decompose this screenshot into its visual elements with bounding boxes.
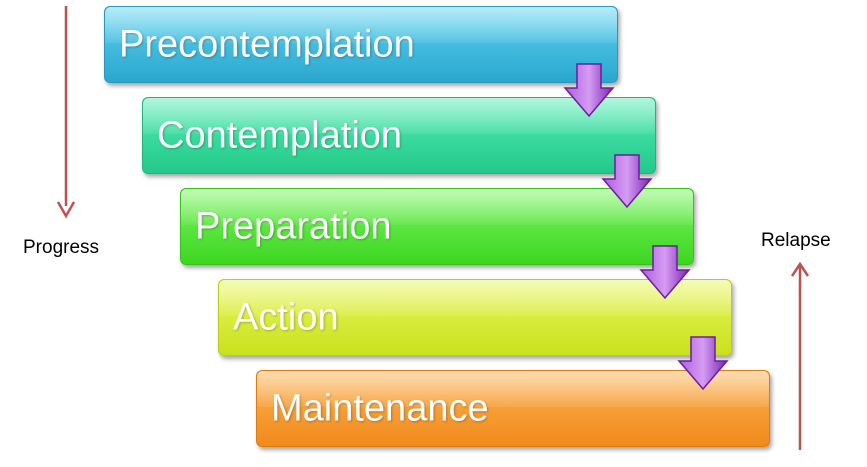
down-arrow-icon	[601, 153, 653, 209]
relapse-label: Relapse	[761, 230, 831, 251]
stage-contemplation: Contemplation	[142, 97, 656, 174]
stage-preparation: Preparation	[180, 188, 694, 265]
stage-label: Action	[233, 296, 339, 338]
progress-label: Progress	[23, 237, 100, 258]
down-arrow-icon	[639, 244, 691, 300]
stage-label: Precontemplation	[119, 23, 415, 65]
stage-precontemplation: Precontemplation	[104, 6, 618, 83]
stage-maintenance: Maintenance	[256, 370, 770, 447]
relapse-arrow-icon	[790, 262, 810, 450]
stage-label: Maintenance	[271, 387, 489, 429]
down-arrow-icon	[563, 62, 615, 118]
progress-arrow-icon	[56, 6, 76, 219]
stage-label: Contemplation	[157, 114, 403, 156]
down-arrow-icon	[677, 335, 729, 391]
stage-action: Action	[218, 279, 732, 356]
stage-label: Preparation	[195, 205, 392, 247]
